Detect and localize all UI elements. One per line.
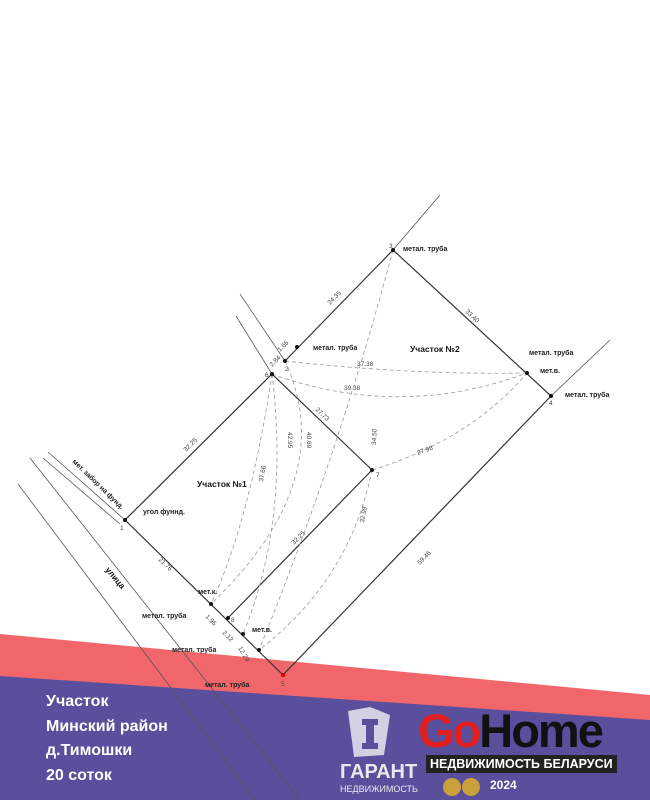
pipe-label: метал. труба: [565, 391, 609, 399]
dimension-label: 2.84: [268, 354, 282, 368]
street-label: улица: [103, 565, 127, 591]
dimension-label: 27.98: [416, 445, 434, 457]
point-label: 3: [389, 243, 393, 250]
boundary-line: [239, 293, 286, 362]
dimension-label: 37.38: [357, 361, 374, 368]
met-v-label: мет.в.: [540, 368, 560, 375]
garant-wordmark: ГАРАНТ: [340, 761, 418, 783]
dimension-label: 2.12: [221, 629, 235, 643]
fence-line: [47, 451, 126, 521]
dimension-label: 42.95: [286, 432, 293, 449]
point-label: 5: [281, 681, 285, 688]
boundary-line: [235, 315, 273, 375]
gohome-logo: ГАРАНТ НЕДВИЖИМОСТЬ GoHome НЕДВИЖИМОСТЬ …: [340, 705, 630, 797]
point-label: 2: [285, 366, 289, 373]
dimension-label: 34.50: [371, 428, 379, 445]
caption-line: 20 соток: [46, 766, 112, 784]
boundary-4-5: [282, 395, 552, 676]
caption-line: Минский район: [46, 717, 168, 735]
boundary-extension: [550, 339, 611, 397]
dimension-label: 37.66: [258, 465, 268, 483]
logo-go: Go: [418, 704, 481, 757]
boundary-6-7: [271, 373, 373, 471]
logo-year: 2024: [490, 778, 517, 792]
listing-caption: Участок Минский район д.Тимошки 20 соток: [46, 690, 168, 788]
caption-line: Участок: [46, 693, 109, 710]
met-v-label: мет.в.: [252, 627, 272, 634]
point-label: 4: [549, 400, 553, 407]
measure-arc: [371, 372, 528, 471]
pipe-label: метал. труба: [313, 344, 357, 352]
point-label: 8: [231, 617, 235, 624]
measure-arc: [284, 360, 528, 374]
boundary-3-4: [392, 249, 552, 397]
pipe-label: метал. труба: [172, 646, 216, 654]
dimension-label: 39.38: [344, 385, 361, 392]
boundary-1-6: [124, 373, 273, 521]
boundary-extension: [392, 194, 441, 251]
met-k-label: мет.к.: [198, 589, 217, 596]
dimension-label: 32.99: [359, 506, 369, 524]
dimension-label: 21.76: [157, 556, 174, 573]
garant-subtitle: НЕДВИЖИМОСТЬ: [340, 784, 418, 794]
dimension-label: 1.96: [204, 613, 218, 627]
medal-icon: [443, 778, 480, 796]
pipe-label: метал. труба: [403, 245, 447, 253]
dimension-label: 59.46: [416, 550, 433, 567]
measure-arc: [210, 373, 273, 605]
dimension-label: 40.69: [305, 432, 312, 449]
parcel-2-label: Участок №2: [410, 344, 460, 354]
measure-arc: [258, 469, 373, 651]
boundary-1-5: [124, 519, 284, 676]
foundation-corner-label: угол фуннд.: [143, 509, 185, 516]
fence-line: [42, 457, 121, 525]
survey-points: [123, 248, 553, 677]
gohome-wordmark: GoHome: [418, 704, 604, 757]
pipe-label: метал. труба: [205, 681, 249, 689]
pipe-label: метал. труба: [142, 612, 186, 620]
pipe-label: метал. труба: [529, 349, 573, 357]
logo-home: Home: [479, 704, 604, 757]
street-line: [29, 457, 301, 800]
measure-arc: [242, 373, 278, 635]
dimension-label: 27.73: [314, 406, 331, 423]
street-line: [17, 483, 256, 800]
dimension-label: 1.65: [276, 339, 290, 353]
point-label: 1: [120, 525, 124, 532]
logo-tagline: НЕДВИЖИМОСТЬ БЕЛАРУСИ: [426, 755, 617, 773]
measure-arc: [271, 372, 528, 398]
measure-arc: [258, 249, 394, 651]
boundary-2-3: [284, 249, 394, 362]
point-label: 6: [265, 372, 269, 379]
garant-rook-icon: [348, 707, 390, 757]
point-label: 7: [376, 472, 380, 479]
parcel-1-label: Участок №1: [197, 479, 247, 489]
fence-label: мет. забор на фунд.: [71, 458, 126, 511]
dimension-label: 32.25: [182, 437, 199, 454]
caption-line: д.Тимошки: [46, 742, 133, 759]
